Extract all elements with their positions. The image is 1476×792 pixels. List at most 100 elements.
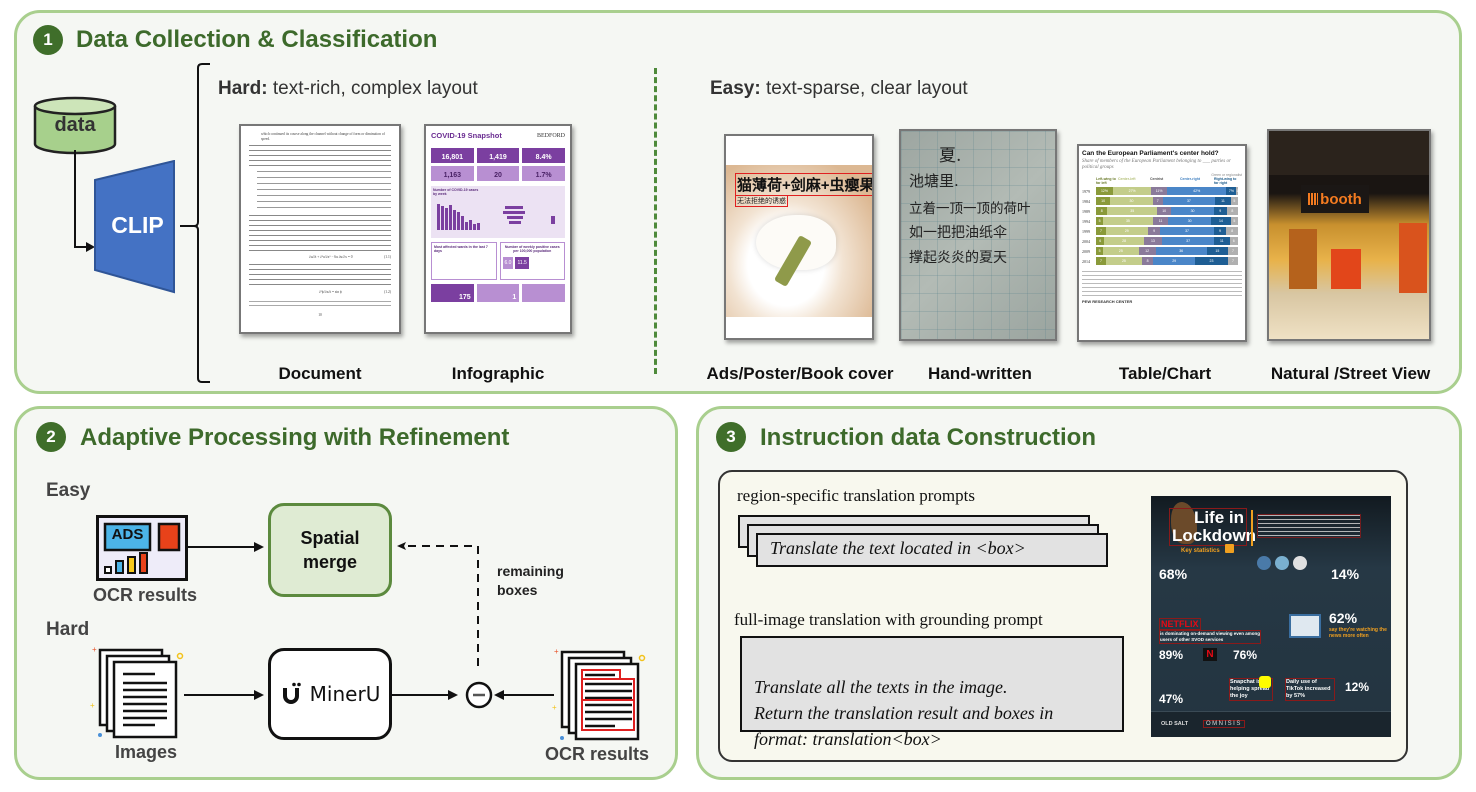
full-prompt-text: Translate all the texts in the image. Re… [754,677,1054,749]
table-chart-footer: PEW RESEARCH CENTER [1082,298,1133,304]
handwritten-line: 池塘里. [909,172,959,190]
hard-prefix: Hard: [218,78,268,99]
table-chart-segment: 27% [1113,187,1152,196]
handwritten-grid [901,131,1055,339]
table-chart-segment: 9 [1213,207,1227,216]
table-chart-green-label: Green or regionalist [1211,173,1242,177]
data-cylinder-icon [33,96,117,155]
table-chart-segment: 8 [1096,207,1108,216]
ocr-results-documents-icon: + + [552,647,646,741]
remaining-boxes-label: remaining boxes [497,563,564,598]
full-prompt-heading: full-image translation with grounding pr… [734,610,1043,629]
table-chart-segment: 9 [1213,227,1227,236]
document-label: Document [278,364,362,383]
images-to-mineru-arrow [184,690,264,700]
ocr-results-easy-label: OCR results [93,585,198,605]
store-ceiling [1269,131,1429,175]
table-chart-year: 2009 [1082,248,1090,254]
svg-text:+: + [552,703,557,712]
handwritten-line: 立着一顶一顶的荷叶 [909,201,1031,217]
table-chart-segment: 37 [1162,237,1215,246]
infographic-brand: BEDFORD [536,132,565,139]
table-chart-segment: 8 [1226,227,1238,236]
region-prompt-text: Translate the text located in <box> [770,538,1026,558]
table-chart-note [1082,270,1242,297]
ads-headline: 猫薄荷+剑麻+虫瘿果 [735,173,872,196]
table-chart-segment: 11 [1152,217,1169,226]
infographic-label: Infographic [451,364,545,383]
ocr-to-merge-arrow [188,542,264,552]
data-label: data [54,114,96,136]
table-chart-segment: 1% [1236,187,1238,196]
full-prompt-card: Translate all the texts in the image. Re… [740,636,1124,749]
region-prompt-card: Translate the text located in <box> [756,533,1108,567]
table-chart-segment: 7 [1227,257,1238,266]
infographic-stat: 20 [476,166,520,181]
table-chart-segment: 5 [1096,247,1104,256]
ocr-to-subtract-arrow [494,690,554,700]
infographic-stat: 1,163 [431,166,474,181]
svg-text:+: + [90,701,95,710]
easy-route-label: Easy [46,480,91,501]
table-chart-title: Can the European Parliament's center hol… [1082,150,1219,157]
document-equation-1: ∂u/∂t + ∂³u/∂x³ − 6u ∂u/∂x = 0(1.1) [309,255,391,259]
classification-bracket [180,63,210,383]
infographic-stat: 1.7% [522,166,565,181]
poster-snapchat-text: Snapchat is helping spread the joy [1229,678,1273,701]
poster-logo-omnisis: OMNISIS [1203,720,1245,728]
table-chart-segment: 13 [1143,237,1163,246]
document-paragraph-3 [249,264,391,286]
section-3-number-badge: 3 [716,422,746,452]
easy-category-heading: Easy: text-sparse, clear layout [710,78,968,100]
table-chart-segment: 9 [1147,227,1161,236]
table-chart-segment: 23 [1194,257,1228,266]
poster-watching-text: say they're watching the news more often [1329,627,1387,639]
data-to-clip-arrow [74,150,95,252]
store-left-shelf [1289,229,1317,289]
ads-label: Ads/Poster/Book cover [706,364,894,383]
lockdown-poster: Life in Lockdown Key statistics 68% 14% … [1151,496,1391,737]
table-chart-thumbnail: Can the European Parliament's center hol… [1077,144,1247,342]
images-stack-icon: + + [90,645,184,739]
document-page-number: 10 [318,313,322,317]
poster-stat: 76% [1233,648,1258,662]
document-paragraph [249,145,391,167]
booth-logo-icon [1308,193,1319,205]
ads-subline: 无法拒绝的诱惑 [735,195,788,207]
infographic-stat: 8.4% [522,148,565,163]
poster-key-stats: Key statistics [1181,548,1220,554]
store-right-shelf [1399,223,1427,293]
region-prompt-heading: region-specific translation prompts [737,486,975,505]
table-chart-segment: 35 [1107,207,1158,216]
hard-desc: text-rich, complex layout [267,78,478,99]
table-chart-year: 1989 [1082,208,1090,214]
table-chart-segment: 25 [1106,257,1142,266]
infographic-stats-grid: 16,801 1,419 8.4% 1,163 20 1.7% [431,148,565,181]
remaining-boxes-dashed-arrow [397,542,479,666]
section-1-title: Data Collection & Classification [76,26,438,53]
document-equation-2: ∂²ϕ/∂x∂t = sin ϕ(1.2) [319,290,391,294]
ocr-results-ads-icon [96,515,188,581]
infographic-wards-panel: Most affected wards in the last 7 days [431,242,497,280]
poster-tv-icon [1289,614,1321,638]
svg-text:+: + [554,647,559,656]
poster-stat: 62% [1329,610,1358,626]
poster-intro-text [1257,514,1361,538]
table-chart-segment: 7 [1096,257,1106,266]
hard-category-heading: Hard: text-rich, complex layout [218,78,478,100]
document-footnote [249,301,391,307]
table-chart-segment: 11 [1214,237,1230,246]
ads-poster-image: 猫薄荷+剑麻+虫瘿果 无法拒绝的诱惑 [726,165,872,317]
handwritten-label: Hand-written [928,364,1032,383]
infographic-stat: 175 [431,284,474,302]
table-chart-segment: 12 [1138,247,1156,256]
table-chart-segment: 7 [1227,247,1238,256]
table-chart-segment: 37 [1162,197,1216,206]
table-chart-label: Table/Chart [1118,364,1212,383]
table-chart-headers: Left-wing to far left Center-left Centri… [1096,177,1237,185]
table-chart-year: 2014 [1082,258,1090,264]
